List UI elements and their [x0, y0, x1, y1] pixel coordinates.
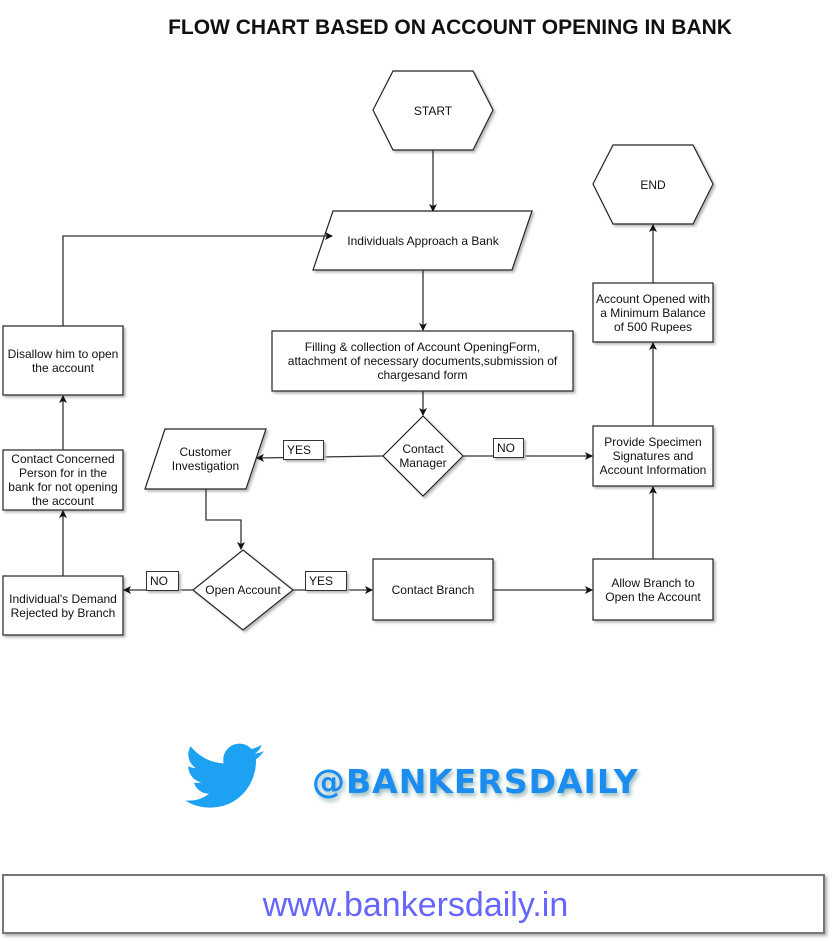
twitter-bird-icon	[185, 743, 264, 808]
open-account-diamond	[192, 549, 294, 631]
contact-concerned-label: Contact Concerned Person for in the bank…	[8, 452, 118, 508]
customer-investigation-label: Customer Investigation	[171, 445, 240, 473]
contact-manager-diamond	[382, 415, 464, 497]
open-account-label: Open Account	[205, 583, 281, 597]
manager-no-label: NO	[493, 438, 524, 458]
end-hexagon	[592, 144, 714, 225]
customer-investigation-parallelogram	[144, 428, 267, 490]
provide-specimen-label: Provide Specimen Signatures and Account …	[599, 435, 707, 477]
open-no-label: NO	[146, 571, 179, 591]
disallow-label: Disallow him to open the account	[7, 346, 119, 375]
demand-rejected-label: Individual's Demand Rejected by Branch	[9, 591, 117, 620]
account-opened-label: Account Opened with a Minimum Balance of…	[595, 291, 711, 334]
provide-specimen-box	[592, 425, 714, 487]
end-label: END	[640, 177, 666, 192]
footer-box: www.bankersdaily.in	[2, 874, 825, 934]
allow-branch-label: Allow Branch to Open the Account	[605, 575, 701, 604]
page-title: FLOW CHART BASED ON ACCOUNT OPENING IN B…	[168, 16, 732, 39]
filling-label: Filling & collection of Account OpeningF…	[287, 340, 558, 382]
contact-concerned-box	[2, 449, 124, 511]
approach-label: Individuals Approach a Bank	[347, 233, 499, 248]
open-yes-label: YES	[305, 571, 347, 591]
disallow-box	[2, 325, 124, 396]
arrow-disallow-approach	[62, 232, 333, 326]
arrow-investigation-open	[205, 489, 245, 550]
approach-parallelogram	[312, 210, 533, 271]
demand-rejected-box	[2, 575, 124, 636]
website-link[interactable]: www.bankersdaily.in	[262, 886, 569, 924]
contact-manager-label: Contact Manager	[399, 442, 447, 470]
twitter-handle[interactable]: @BANKERSDAILY	[312, 762, 639, 801]
start-hexagon	[372, 70, 494, 151]
manager-yes-label: YES	[283, 440, 324, 460]
start-label: START	[413, 103, 453, 118]
contact-branch-label: Contact Branch	[391, 582, 475, 597]
allow-branch-box	[592, 558, 714, 621]
